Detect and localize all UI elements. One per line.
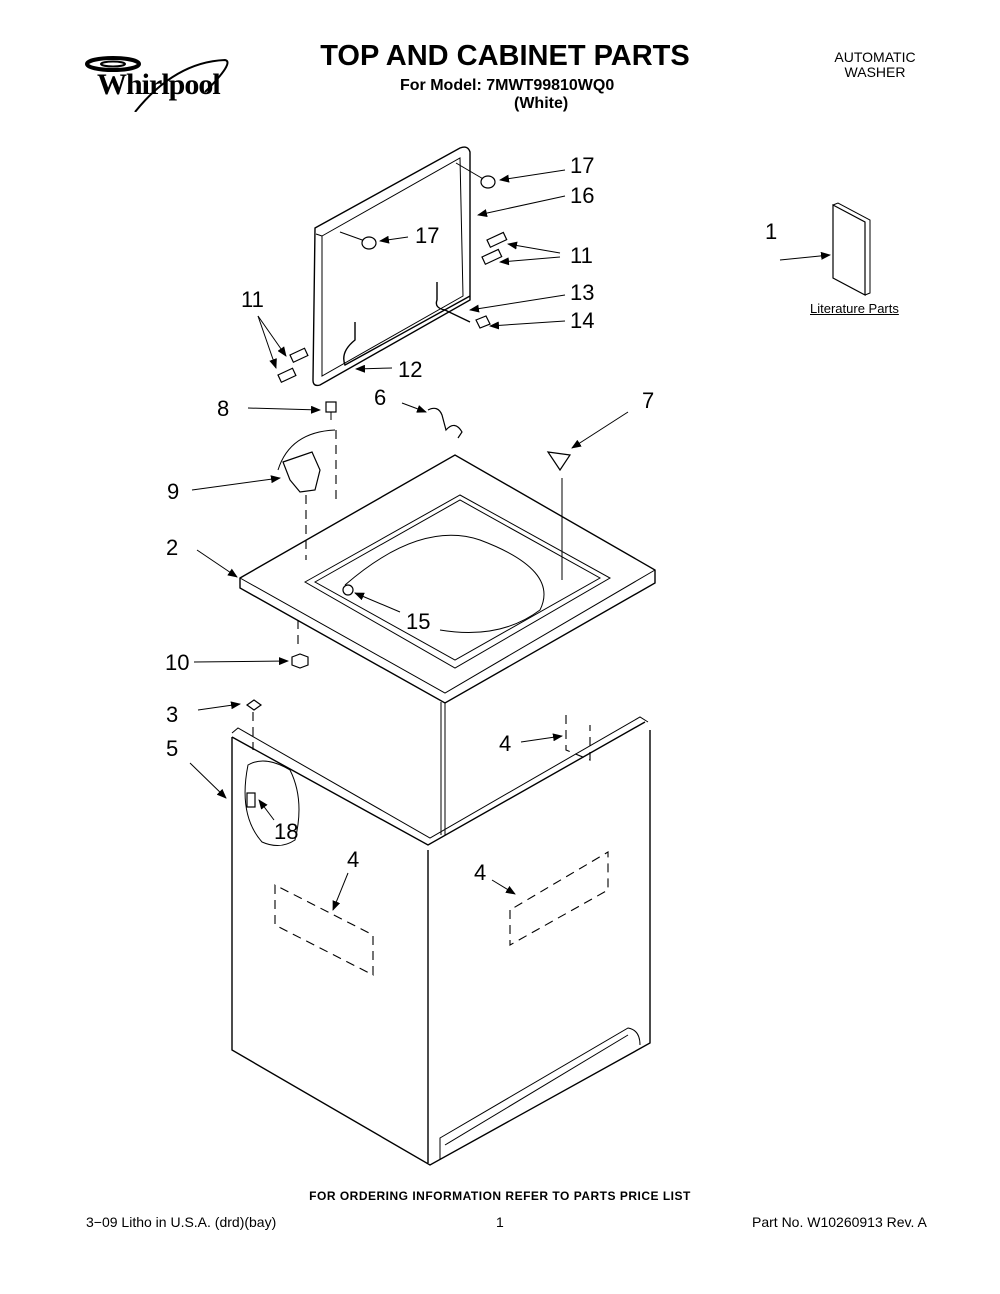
callout-1: 1 (765, 219, 778, 244)
brand-name: Whirlpool (97, 68, 221, 101)
callout-2: 2 (166, 535, 179, 560)
callout-3: 3 (166, 702, 179, 727)
lid-bumper-part[interactable] (339, 162, 496, 250)
callout-arrows (189, 169, 831, 911)
literature-parts-label: Literature Parts (810, 301, 899, 316)
bleach-cap-part[interactable] (546, 451, 572, 580)
cabinet-screw-part[interactable] (246, 792, 256, 808)
lid-hinge-part[interactable] (343, 282, 491, 367)
ordering-note: FOR ORDERING INFORMATION REFER TO PARTS … (309, 1189, 691, 1203)
top-panel-part[interactable] (239, 454, 656, 704)
lid-frame-part[interactable] (312, 146, 471, 387)
clip-part[interactable] (427, 407, 463, 439)
litho-info: 3−09 Litho in U.S.A. (drd)(bay) (86, 1214, 277, 1230)
hinge-screw-part[interactable] (277, 231, 508, 384)
part-number: Part No. W10260913 Rev. A (752, 1214, 927, 1230)
callout-16: 16 (570, 183, 595, 208)
screw-part[interactable] (325, 401, 337, 420)
hex-nut-part[interactable] (291, 653, 309, 669)
brand-logo: Whirlpool (85, 52, 240, 112)
callout-9: 9 (167, 479, 180, 504)
callout-5: 5 (166, 736, 179, 761)
callout-11: 11 (570, 243, 593, 268)
product-type: AUTOMATIC WASHER (800, 50, 950, 80)
callout-6: 6 (374, 385, 387, 410)
callout-13: 13 (570, 280, 595, 305)
callout-7: 7 (642, 388, 655, 413)
product-type-line1: AUTOMATIC (834, 49, 916, 65)
callout-11: 11 (241, 287, 264, 312)
callout-4: 4 (474, 860, 487, 885)
page-title: TOP AND CABINET PARTS (320, 40, 690, 72)
retaining-clip-part[interactable] (245, 699, 263, 711)
product-type-line2: WASHER (844, 64, 906, 80)
callout-18: 18 (274, 819, 299, 844)
callout-17: 17 (415, 223, 440, 248)
callout-15: 15 (406, 609, 431, 634)
callout-14: 14 (570, 308, 595, 333)
callout-4: 4 (347, 847, 360, 872)
callout-4: 4 (499, 731, 512, 756)
page-number: 1 (496, 1214, 504, 1230)
cabinet-part[interactable] (231, 702, 651, 1166)
literature-part[interactable] (832, 202, 871, 296)
logo-swoosh-icon (85, 56, 229, 112)
callout-8: 8 (217, 396, 230, 421)
callout-17: 17 (570, 153, 595, 178)
callout-10: 10 (165, 650, 190, 675)
nozzle-part[interactable] (342, 584, 354, 596)
label-decal-part[interactable] (274, 715, 609, 976)
model-number: For Model: 7MWT99810WQ0 (400, 77, 615, 94)
model-color: (White) (514, 95, 569, 112)
lid-switch-part[interactable] (277, 429, 336, 493)
callout-12: 12 (398, 357, 423, 382)
